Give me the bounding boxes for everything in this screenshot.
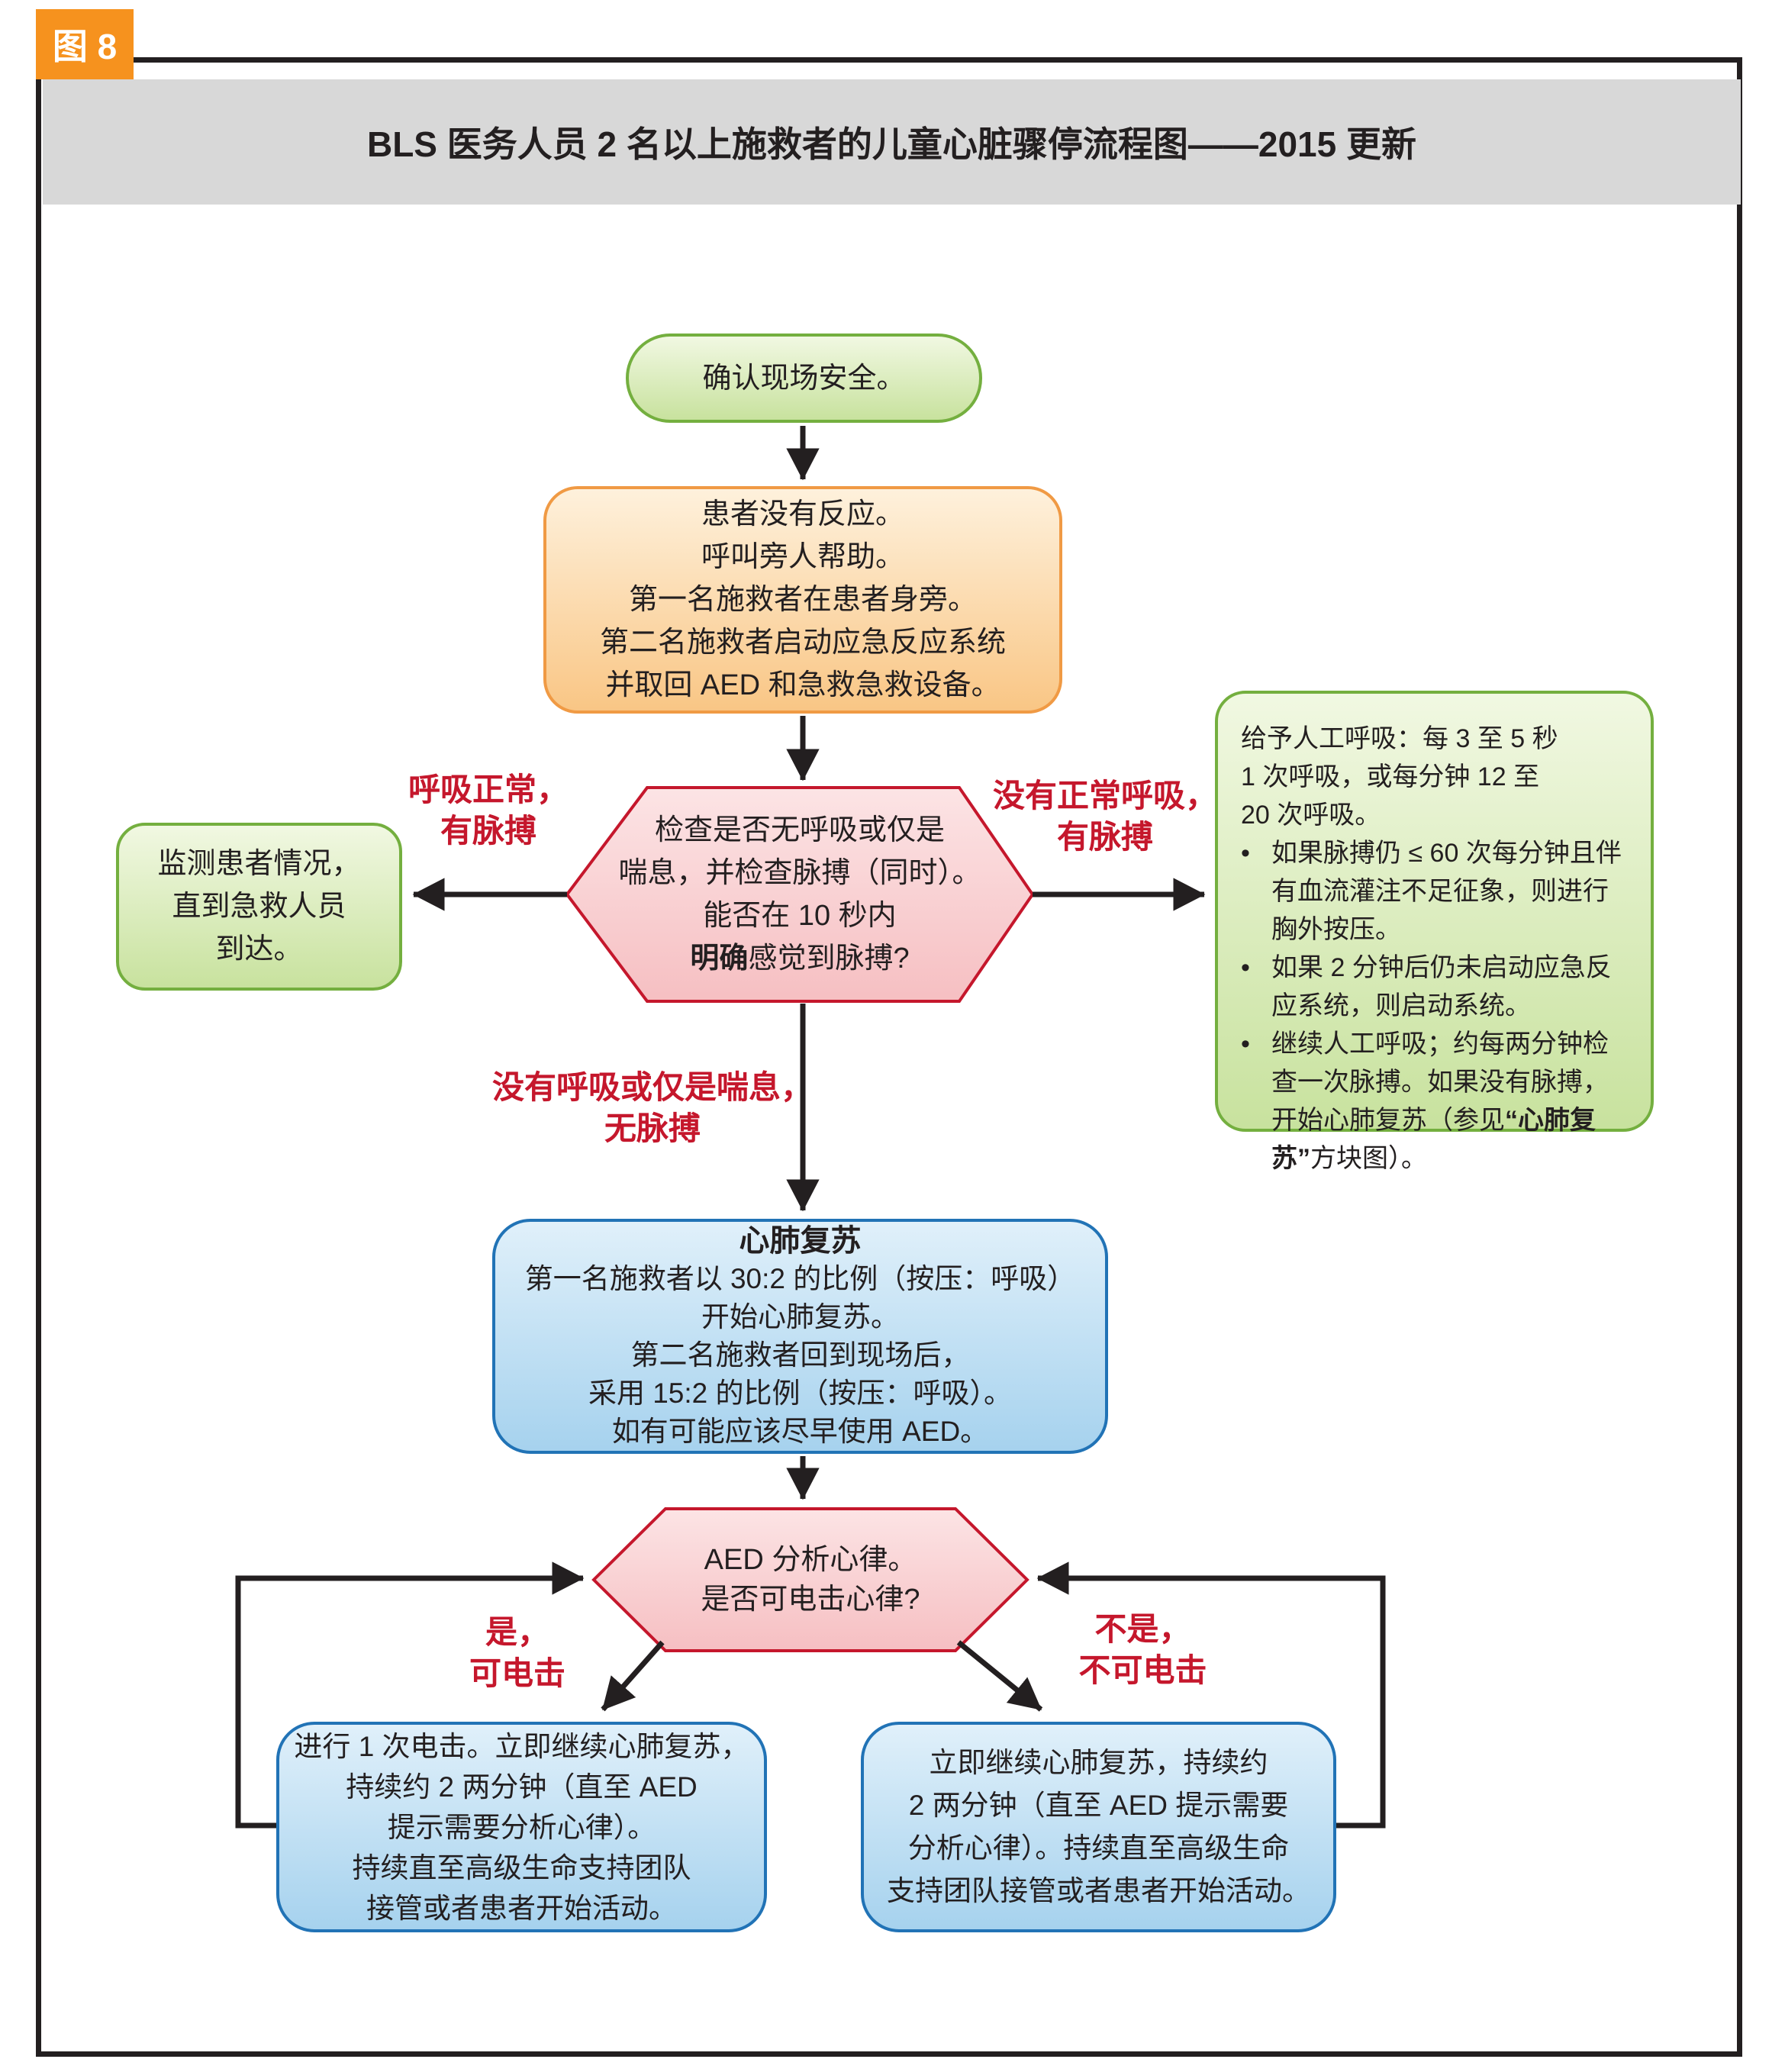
text-line: 监测患者情况， bbox=[157, 848, 361, 880]
text-rest: 感觉到脉搏? bbox=[748, 943, 910, 975]
bullet-text-post: 方块图）。 bbox=[1310, 1144, 1427, 1173]
label-yes-shockable: 是， 可电击 bbox=[426, 1612, 609, 1694]
text-line: 如有可能应该尽早使用 AED。 bbox=[611, 1416, 989, 1447]
figure-badge: 图 8 bbox=[36, 9, 134, 79]
text-line: 给予人工呼吸：每 3 至 5 秒 bbox=[1241, 724, 1558, 753]
text-line: 分析心律）。持续直至高级生命 bbox=[907, 1832, 1290, 1864]
text-bold: 明确 bbox=[690, 943, 749, 975]
node-aed-analyze-text: AED 分析心律。 是否可电击心律? bbox=[594, 1509, 1027, 1651]
text-line: 确认现场安全。 bbox=[702, 362, 906, 395]
label-line: 有脉搏 bbox=[1056, 819, 1153, 855]
label-line: 没有呼吸或仅是喘息， bbox=[491, 1069, 813, 1105]
label-no-normal-breathing: 没有正常呼吸， 有脉搏 bbox=[983, 775, 1227, 858]
text-line: 第二名施救者回到现场后， bbox=[630, 1339, 970, 1371]
node-cpr: 心肺复苏 第一名施救者以 30:2 的比例（按压：呼吸） 开始心肺复苏。 第二名… bbox=[492, 1219, 1108, 1454]
text-line: 支持团队接管或者患者开始活动。 bbox=[887, 1875, 1310, 1906]
text-line: 持续约 2 两分钟（直至 AED bbox=[346, 1771, 698, 1803]
node-monitor-patient: 监测患者情况， 直到急救人员 到达。 bbox=[116, 823, 402, 991]
text-line: 检查是否无呼吸或仅是 bbox=[654, 814, 945, 846]
figure-title-bar: BLS 医务人员 2 名以上施救者的儿童心脏骤停流程图——2015 更新 bbox=[43, 79, 1741, 205]
label-line: 无脉搏 bbox=[604, 1110, 701, 1146]
node-rescue-breathing: 给予人工呼吸：每 3 至 5 秒 1 次呼吸，或每分钟 12 至 20 次呼吸。… bbox=[1215, 691, 1654, 1173]
label-line: 呼吸正常， bbox=[408, 772, 569, 807]
node-no-shock: 立即继续心肺复苏，持续约 2 两分钟（直至 AED 提示需要 分析心律）。持续直… bbox=[861, 1722, 1336, 1932]
bullet-icon: • bbox=[1241, 839, 1250, 868]
text-line: 并取回 AED 和急救急救设备。 bbox=[605, 669, 1000, 701]
label-not-shockable: 不是， 不可电击 bbox=[1046, 1609, 1240, 1691]
text-line: 是否可电击心律? bbox=[701, 1584, 920, 1616]
text-line: 第一名施救者在患者身旁。 bbox=[628, 584, 977, 616]
text-line: 呼叫旁人帮助。 bbox=[701, 541, 904, 573]
text-line: 2 两分钟（直至 AED 提示需要 bbox=[908, 1790, 1289, 1821]
text-line: 能否在 10 秒内 bbox=[703, 900, 897, 932]
text-line: 到达。 bbox=[215, 933, 303, 965]
text-line: 喘息，并检查脉搏（同时）。 bbox=[618, 857, 981, 889]
label-line: 没有正常呼吸， bbox=[992, 778, 1217, 814]
text-line: 患者没有反应。 bbox=[701, 498, 904, 530]
node-shock: 进行 1 次电击。立即继续心肺复苏， 持续约 2 两分钟（直至 AED 提示需要… bbox=[276, 1722, 767, 1932]
node-cpr-title: 心肺复苏 bbox=[739, 1224, 862, 1258]
label-line: 是， bbox=[485, 1614, 549, 1650]
bullet-item: • 如果 2 分钟后仍未启动应急反应系统，则启动系统。 bbox=[1241, 949, 1631, 1025]
label-line: 不是， bbox=[1094, 1611, 1191, 1647]
bullet-text-bold: “心肺复苏” bbox=[1271, 1106, 1596, 1173]
bullet-text: 继续人工呼吸；约每两分钟检查一次脉搏。如果没有脉搏，开始心肺复苏（参见“心肺复苏… bbox=[1271, 1025, 1631, 1178]
bullet-icon: • bbox=[1241, 953, 1250, 982]
node-unresponsive: 患者没有反应。 呼叫旁人帮助。 第一名施救者在患者身旁。 第二名施救者启动应急反… bbox=[543, 486, 1062, 714]
text-line: 进行 1 次电击。立即继续心肺复苏， bbox=[294, 1730, 749, 1762]
bullet-item: • 继续人工呼吸；约每两分钟检查一次脉搏。如果没有脉搏，开始心肺复苏（参见“心肺… bbox=[1241, 1025, 1631, 1178]
text-line: 立即继续心肺复苏，持续约 bbox=[929, 1747, 1268, 1778]
text-line: 持续直至高级生命支持团队 bbox=[352, 1851, 691, 1883]
label-line: 有脉搏 bbox=[440, 813, 536, 849]
bullet-item: • 如果脉搏仍 ≤ 60 次每分钟且伴有血流灌注不足征象，则进行胸外按压。 bbox=[1241, 834, 1631, 949]
bullet-text: 如果脉搏仍 ≤ 60 次每分钟且伴有血流灌注不足征象，则进行胸外按压。 bbox=[1271, 839, 1622, 944]
bullet-text-pre: 继续人工呼吸；约每两分钟检查一次脉搏。如果没有脉搏，开始心肺复苏（参见 bbox=[1271, 1030, 1609, 1135]
text-line: 20 次呼吸。 bbox=[1241, 801, 1381, 830]
figure-title: BLS 医务人员 2 名以上施救者的儿童心脏骤停流程图——2015 更新 bbox=[366, 124, 1417, 164]
label-normal-breathing: 呼吸正常， 有脉搏 bbox=[374, 769, 603, 852]
label-no-breathing-no-pulse: 没有呼吸或仅是喘息， 无脉搏 bbox=[457, 1067, 848, 1149]
node-check-breathing-text: 检查是否无呼吸或仅是 喘息，并检查脉搏（同时）。 能否在 10 秒内 明确感觉到… bbox=[567, 788, 1033, 1001]
text-line: 第二名施救者启动应急反应系统 bbox=[599, 627, 1006, 659]
text-line: AED 分析心律。 bbox=[704, 1544, 917, 1576]
text-line: 直到急救人员 bbox=[172, 891, 346, 923]
text-line: 第一名施救者以 30:2 的比例（按压：呼吸） bbox=[524, 1263, 1076, 1294]
text-line: 开始心肺复苏。 bbox=[701, 1301, 899, 1332]
figure-badge-label: 图 8 bbox=[52, 27, 118, 66]
text-line: 采用 15:2 的比例（按压：呼吸）。 bbox=[588, 1378, 1013, 1409]
text-line: 提示需要分析心律）。 bbox=[387, 1811, 656, 1843]
text-line: 明确感觉到脉搏? bbox=[567, 937, 1033, 980]
text-line: 接管或者患者开始活动。 bbox=[366, 1892, 677, 1924]
label-line: 可电击 bbox=[469, 1655, 565, 1691]
text-line: 1 次呼吸，或每分钟 12 至 bbox=[1241, 762, 1540, 791]
bullet-text: 如果 2 分钟后仍未启动应急反应系统，则启动系统。 bbox=[1271, 953, 1612, 1020]
label-line: 不可电击 bbox=[1078, 1652, 1207, 1688]
bullet-icon: • bbox=[1241, 1030, 1250, 1059]
node-confirm-scene-safety: 确认现场安全。 bbox=[626, 334, 982, 423]
